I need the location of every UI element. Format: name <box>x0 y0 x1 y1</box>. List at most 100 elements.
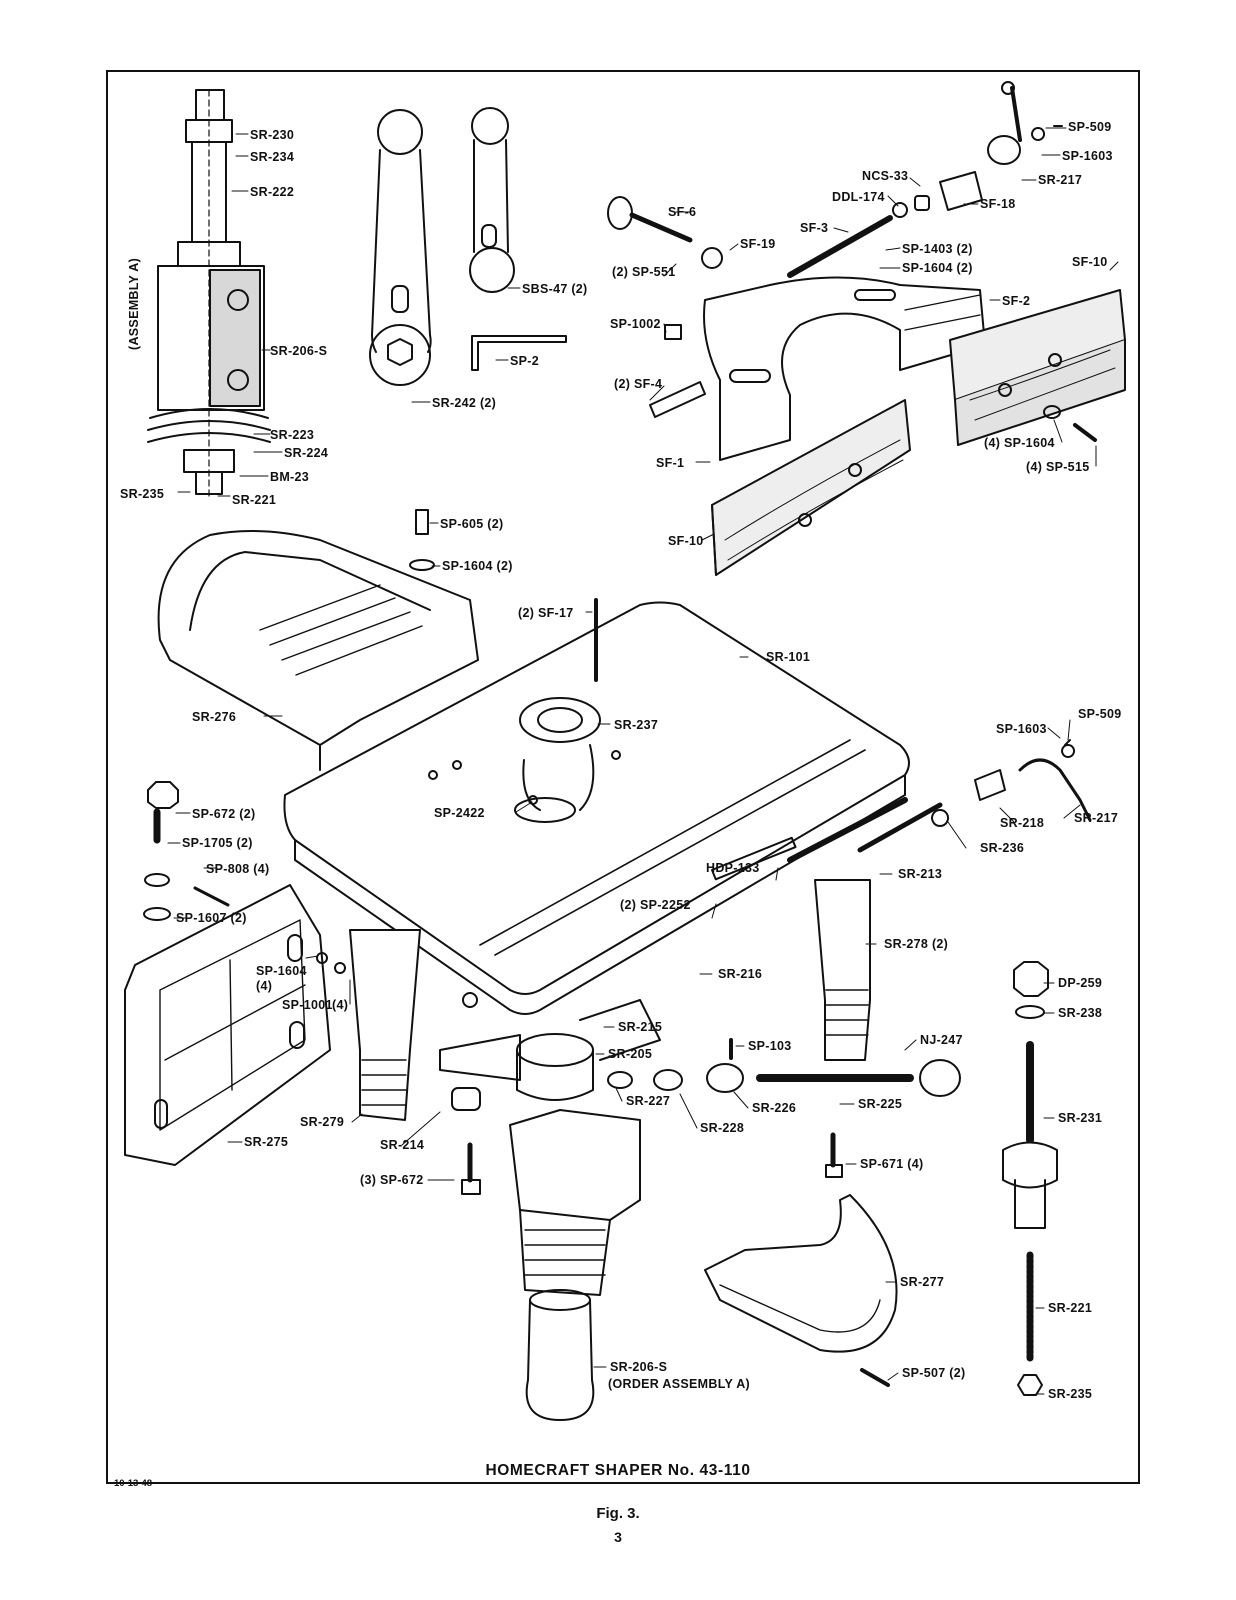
label-sp-1001: SP-1001 <box>282 998 333 1012</box>
wrench-sr-242 <box>369 109 432 386</box>
drawing-border <box>106 70 1140 1484</box>
label-sr-225: SR-225 <box>858 1097 902 1111</box>
label-sr-235-right: SR-235 <box>1048 1387 1092 1401</box>
label-sf-17: (2) SF-17 <box>518 606 574 620</box>
label-sr-238: SR-238 <box>1058 1006 1102 1020</box>
label-sr-276: SR-276 <box>192 710 236 724</box>
table-sr-101 <box>283 598 943 1015</box>
part-labels: (ASSEMBLY A) SR-230 SR-234 SR-222 SR-206… <box>120 120 1122 1401</box>
label-sr-214: SR-214 <box>380 1138 424 1152</box>
label-sp-605: SP-605 (2) <box>440 517 503 531</box>
label-sp-551: (2) SP-551 <box>612 265 675 279</box>
figure-label: Fig. 3. <box>596 1505 640 1522</box>
label-sr-231: SR-231 <box>1058 1111 1102 1125</box>
label-ncs-33: NCS-33 <box>862 169 908 183</box>
label-sr-228: SR-228 <box>700 1121 744 1135</box>
label-sr-221-top: SR-221 <box>232 493 276 507</box>
label-sp-1607: SP-1607 (2) <box>176 911 247 925</box>
label-sp-1001-qty: (4) <box>332 998 348 1012</box>
label-sp-672-3: (3) SP-672 <box>360 1173 423 1187</box>
label-sr-217-top: SR-217 <box>1038 173 1082 187</box>
diagram-title: HOMECRAFT SHAPER No. 43-110 <box>485 1462 751 1479</box>
label-sf-6: SF-6 <box>668 205 696 219</box>
label-sf-10-bottom: SF-10 <box>668 534 704 548</box>
label-sp-1002: SP-1002 <box>610 317 661 331</box>
label-sr-206-s-bottom: SR-206-S <box>610 1360 667 1374</box>
label-dp-259: DP-259 <box>1058 976 1102 990</box>
label-sr-205: SR-205 <box>608 1047 652 1061</box>
page-number: 3 <box>614 1529 622 1545</box>
label-sr-227: SR-227 <box>626 1094 670 1108</box>
label-sr-223: SR-223 <box>270 428 314 442</box>
guard-sr-277 <box>704 1194 898 1387</box>
label-sp-671: SP-671 (4) <box>860 1157 923 1171</box>
label-sp-1403: SP-1403 (2) <box>902 242 973 256</box>
label-sf-2: SF-2 <box>1002 294 1030 308</box>
label-sr-101: SR-101 <box>766 650 810 664</box>
label-sp-1604-side-qty: (4) <box>256 979 272 993</box>
label-sp-672-2: SP-672 (2) <box>192 807 255 821</box>
label-sr-230: SR-230 <box>250 128 294 142</box>
label-sr-217-mid: SR-217 <box>1074 811 1118 825</box>
label-sr-235-top: SR-235 <box>120 487 164 501</box>
spindle-assembly-a <box>147 89 271 501</box>
label-sf-10-top: SF-10 <box>1072 255 1108 269</box>
label-sr-234: SR-234 <box>250 150 294 164</box>
assembly-a-label: (ASSEMBLY A) <box>127 258 141 350</box>
label-sf-3: SF-3 <box>800 221 828 235</box>
label-sp-2422: SP-2422 <box>434 806 485 820</box>
label-sr-279: SR-279 <box>300 1115 344 1129</box>
label-sr-213: SR-213 <box>898 867 942 881</box>
label-sp-509-top: SP-509 <box>1068 120 1112 134</box>
label-sr-221-right: SR-221 <box>1048 1301 1092 1315</box>
label-sr-218: SR-218 <box>1000 816 1044 830</box>
label-sr-242: SR-242 (2) <box>432 396 496 410</box>
label-sp-509-mid: SP-509 <box>1078 707 1122 721</box>
label-sbs-47: SBS-47 (2) <box>522 282 588 296</box>
label-sp-1603-mid: SP-1603 <box>996 722 1047 736</box>
label-sr-206-s-top: SR-206-S <box>270 344 327 358</box>
label-sr-275: SR-275 <box>244 1135 288 1149</box>
label-sp-1603-top: SP-1603 <box>1062 149 1113 163</box>
label-nj-247: NJ-247 <box>920 1033 963 1047</box>
label-sr-224: SR-224 <box>284 446 328 460</box>
label-sp-2: SP-2 <box>510 354 539 368</box>
label-sp-1604-side: SP-1604 <box>256 964 307 978</box>
label-sf-4: (2) SF-4 <box>614 377 662 391</box>
misc-hardware <box>143 125 1097 974</box>
label-sr-216: SR-216 <box>718 967 762 981</box>
label-sr-226: SR-226 <box>752 1101 796 1115</box>
label-sr-222: SR-222 <box>250 185 294 199</box>
label-hdp-133: HDP-133 <box>706 861 760 875</box>
elevating-stud-stack <box>1002 961 1058 1396</box>
label-bm-23: BM-23 <box>270 470 309 484</box>
label-sp-507: SP-507 (2) <box>902 1366 965 1380</box>
shaper-fence <box>607 81 1126 576</box>
label-ddl-174: DDL-174 <box>832 190 885 204</box>
label-sr-236: SR-236 <box>980 841 1024 855</box>
label-sp-1604-guard: SP-1604 (2) <box>442 559 513 573</box>
label-sp-1604-sf: SP-1604 (2) <box>902 261 973 275</box>
label-sp-103: SP-103 <box>748 1039 792 1053</box>
label-sp-1604-4: (4) SP-1604 <box>984 436 1055 450</box>
label-sr-278: SR-278 (2) <box>884 937 948 951</box>
label-sf-1: SF-1 <box>656 456 684 470</box>
date-code: 10-13-48 <box>114 1478 153 1489</box>
label-sf-19: SF-19 <box>740 237 776 251</box>
label-order-assembly: (ORDER ASSEMBLY A) <box>608 1377 750 1391</box>
label-sp-808: SP-808 (4) <box>206 862 269 876</box>
label-sr-277: SR-277 <box>900 1275 944 1289</box>
guard-sr-276 <box>157 530 479 771</box>
label-sp-2252: (2) SP-2252 <box>620 898 691 912</box>
leader-lines <box>167 127 1119 1395</box>
frame-castings <box>124 797 908 1421</box>
allen-key-sp-2 <box>471 335 567 371</box>
label-sr-237: SR-237 <box>614 718 658 732</box>
label-sp-1705: SP-1705 (2) <box>182 836 253 850</box>
label-sr-215: SR-215 <box>618 1020 662 1034</box>
label-sp-515: (4) SP-515 <box>1026 460 1089 474</box>
label-sf-18: SF-18 <box>980 197 1016 211</box>
wrench-sbs-47 <box>469 107 515 293</box>
raising-screw-parts <box>451 1038 961 1195</box>
